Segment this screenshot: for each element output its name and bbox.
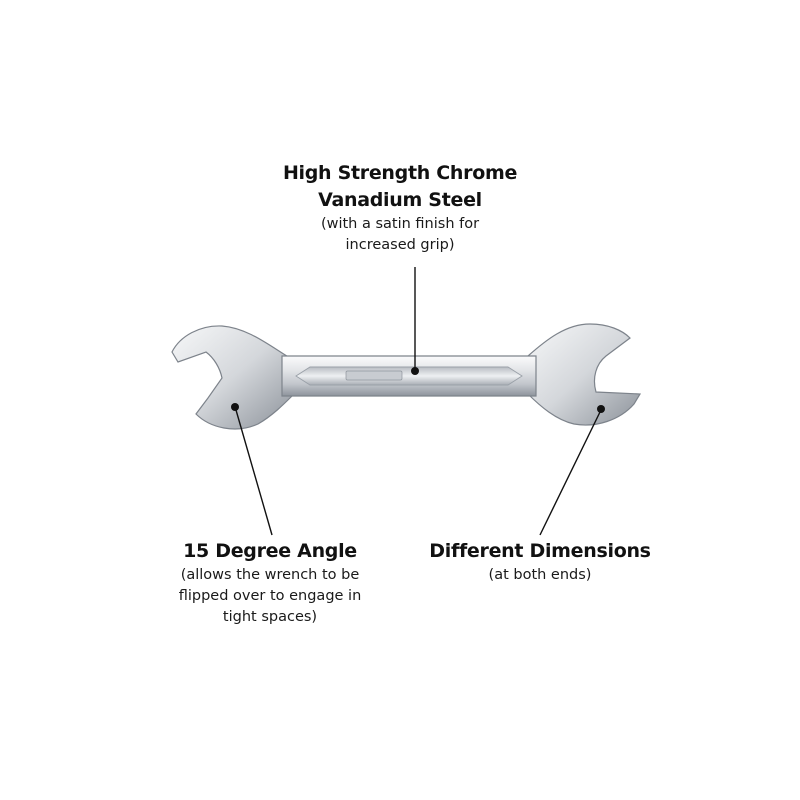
leader-dot-left bbox=[231, 403, 239, 411]
callout-material-desc-line2: increased grip) bbox=[345, 237, 455, 253]
leader-dot-top bbox=[411, 367, 419, 375]
leader-line-left bbox=[235, 409, 273, 536]
right-wrench-head bbox=[527, 323, 642, 426]
callout-dimensions-desc-line1: (at both ends) bbox=[488, 567, 592, 583]
callout-angle-desc-line2: flipped over to engage in bbox=[178, 588, 362, 604]
leader-line-right bbox=[539, 411, 601, 536]
callout-dimensions: Different Dimensions (at both ends) bbox=[420, 538, 660, 586]
callout-angle-desc-line1: (allows the wrench to be bbox=[180, 567, 360, 583]
callout-material: High Strength Chrome Vanadium Steel (wit… bbox=[270, 160, 530, 256]
callout-dimensions-title: Different Dimensions bbox=[429, 540, 651, 562]
callout-angle-desc-line3: tight spaces) bbox=[222, 609, 318, 625]
wrench-handle-groove bbox=[295, 366, 523, 386]
callout-material-desc-line1: (with a satin finish for bbox=[320, 216, 480, 232]
callout-angle: 15 Degree Angle (allows the wrench to be… bbox=[140, 538, 400, 628]
callout-material-title-line2: Vanadium Steel bbox=[318, 189, 482, 211]
callout-angle-title: 15 Degree Angle bbox=[183, 540, 357, 562]
left-wrench-head bbox=[171, 325, 293, 430]
handle-engraving bbox=[345, 370, 403, 381]
leader-dot-right bbox=[597, 405, 605, 413]
callout-material-title-line1: High Strength Chrome bbox=[282, 162, 518, 184]
